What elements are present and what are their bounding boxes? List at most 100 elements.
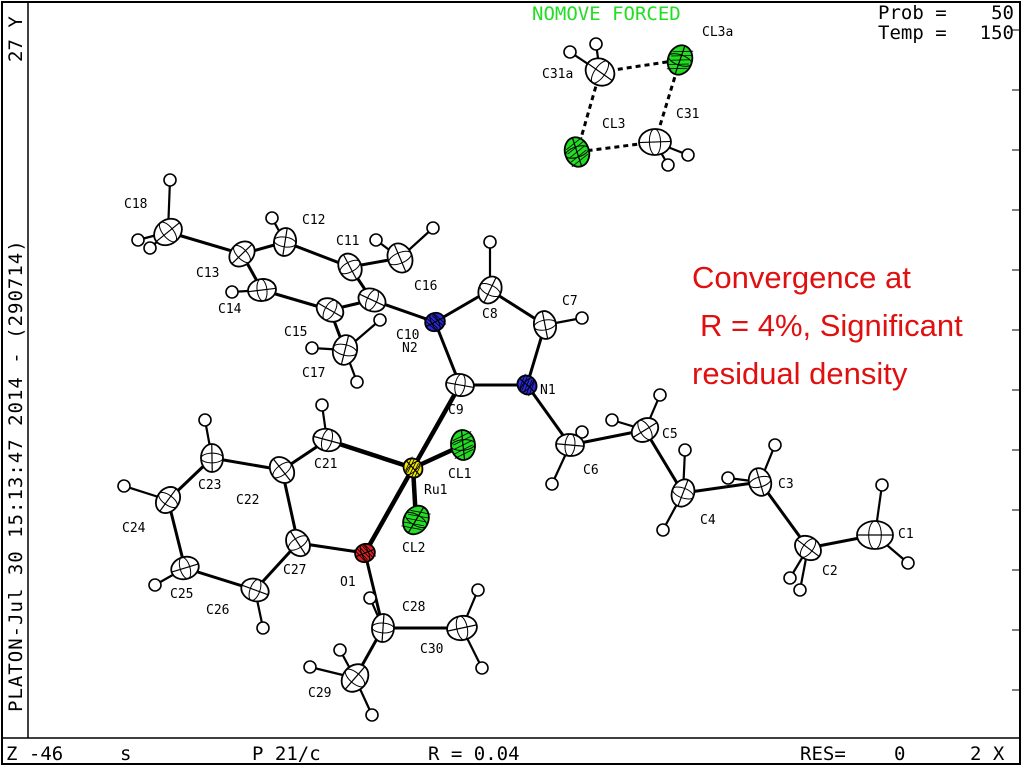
atom-C8 <box>477 275 503 305</box>
atom-C6 <box>555 433 585 457</box>
temp-value: 150 <box>980 22 1014 44</box>
hydrogen-atom <box>117 479 131 493</box>
label-C11: C11 <box>336 234 359 249</box>
bond-C3-C4 <box>682 480 761 495</box>
label-C4: C4 <box>700 513 716 528</box>
label-C28: C28 <box>402 600 425 615</box>
hydrogen-atom <box>875 478 889 492</box>
hydrogen-atom <box>783 571 797 585</box>
hydrogen-atom <box>605 413 619 427</box>
hydrogen-atom <box>471 583 485 597</box>
atom-C2 <box>794 534 822 562</box>
hydrogen-atom <box>303 660 317 674</box>
atom-C24 <box>154 486 182 514</box>
hydrogen-atom <box>198 413 212 427</box>
bond-C9-Ru1 <box>411 383 462 470</box>
atom-C4 <box>670 478 696 508</box>
footer-res-value: 0 <box>894 743 905 765</box>
bond-Ru1-C21 <box>326 437 414 471</box>
label-C8: C8 <box>482 307 498 322</box>
hydrogen-atom <box>483 235 497 249</box>
atoms <box>117 37 915 722</box>
atom-C16 <box>386 242 414 274</box>
atom-C5 <box>630 417 660 443</box>
hydrogen-atom <box>426 221 440 235</box>
hydrogen-atom <box>148 578 162 592</box>
atom-C22 <box>268 456 296 484</box>
label-Ru1: Ru1 <box>424 483 447 498</box>
hydrogen-atom <box>768 438 782 452</box>
atom-C11 <box>337 252 363 282</box>
atom-C29 <box>340 663 370 693</box>
atom-CL3 <box>563 136 591 168</box>
label-C10: C10 <box>396 328 419 343</box>
side-axis-label: 27 Y <box>5 16 27 62</box>
atom-C25 <box>170 555 200 581</box>
prob-value: 50 <box>991 2 1014 24</box>
label-N1: N1 <box>540 383 556 398</box>
hydrogen-atom <box>363 591 377 605</box>
label-C30: C30 <box>420 642 443 657</box>
hydrogen-atom <box>305 341 319 355</box>
atom-C21 <box>312 427 342 453</box>
atom-C27 <box>285 528 311 558</box>
prob-label: Prob = <box>878 2 947 24</box>
atom-C23 <box>200 443 224 473</box>
label-CL3: CL3 <box>602 117 625 132</box>
label-C17: C17 <box>302 366 325 381</box>
label-C21: C21 <box>314 457 337 472</box>
label-C18: C18 <box>124 197 147 212</box>
atom-N1 <box>516 373 538 397</box>
label-CL3a: CL3a <box>702 25 733 40</box>
footer-s: s <box>120 743 131 765</box>
hydrogen-atom <box>350 375 364 389</box>
hydrogen-atom <box>163 173 177 187</box>
atom-Ru1 <box>402 456 424 480</box>
atom-N2 <box>423 311 447 333</box>
atom-C10 <box>357 287 387 313</box>
label-C15: C15 <box>284 325 307 340</box>
label-C31: C31 <box>676 107 699 122</box>
atom-C1 <box>856 520 894 550</box>
hydrogen-atom <box>143 241 157 255</box>
hydrogen-atom <box>131 233 145 247</box>
hydrogen-atom <box>678 443 692 457</box>
hydrogen-atom <box>589 37 603 51</box>
bond-Ru1-O1 <box>363 466 415 555</box>
hydrogen-atom <box>901 556 915 570</box>
label-C9: C9 <box>448 403 464 418</box>
hydrogen-atom <box>575 311 589 325</box>
atom-C26 <box>240 577 270 603</box>
atom-C31 <box>638 128 672 156</box>
hydrogen-atom <box>369 233 383 247</box>
hydrogen-atom <box>333 643 347 657</box>
annotation: Convergence at R = 4%, Significant resid… <box>692 260 963 391</box>
hydrogen-atom <box>256 621 270 635</box>
hydrogen-atom <box>563 45 577 59</box>
label-O1: O1 <box>340 575 356 590</box>
hydrogen-atom <box>475 661 489 675</box>
hydrogen-atom <box>653 388 667 402</box>
label-C14: C14 <box>218 302 242 317</box>
label-C29: C29 <box>308 686 331 701</box>
atom-C3 <box>747 467 773 497</box>
atom-C7 <box>532 310 558 340</box>
label-C23: C23 <box>198 478 221 493</box>
hydrogen-atom <box>315 398 329 412</box>
atom-C15 <box>315 297 345 323</box>
hydrogen-atom <box>225 285 239 299</box>
annotation-line-2: R = 4%, Significant <box>700 308 963 343</box>
atom-CL2 <box>401 504 431 536</box>
footer-space-group: P 21/c <box>252 743 321 765</box>
atom-C17 <box>331 334 359 366</box>
footer-z: Z -46 <box>6 743 63 765</box>
label-C25: C25 <box>170 587 193 602</box>
label-C26: C26 <box>206 603 229 618</box>
atom-labels: C1C2C3C4C5C6C7C8C9C10C11C12C13C14C15C16C… <box>122 25 914 701</box>
label-C12: C12 <box>302 213 325 228</box>
atom-C31a <box>584 57 616 87</box>
mode-label: NOMOVE FORCED <box>532 3 681 25</box>
label-C6: C6 <box>583 463 599 478</box>
